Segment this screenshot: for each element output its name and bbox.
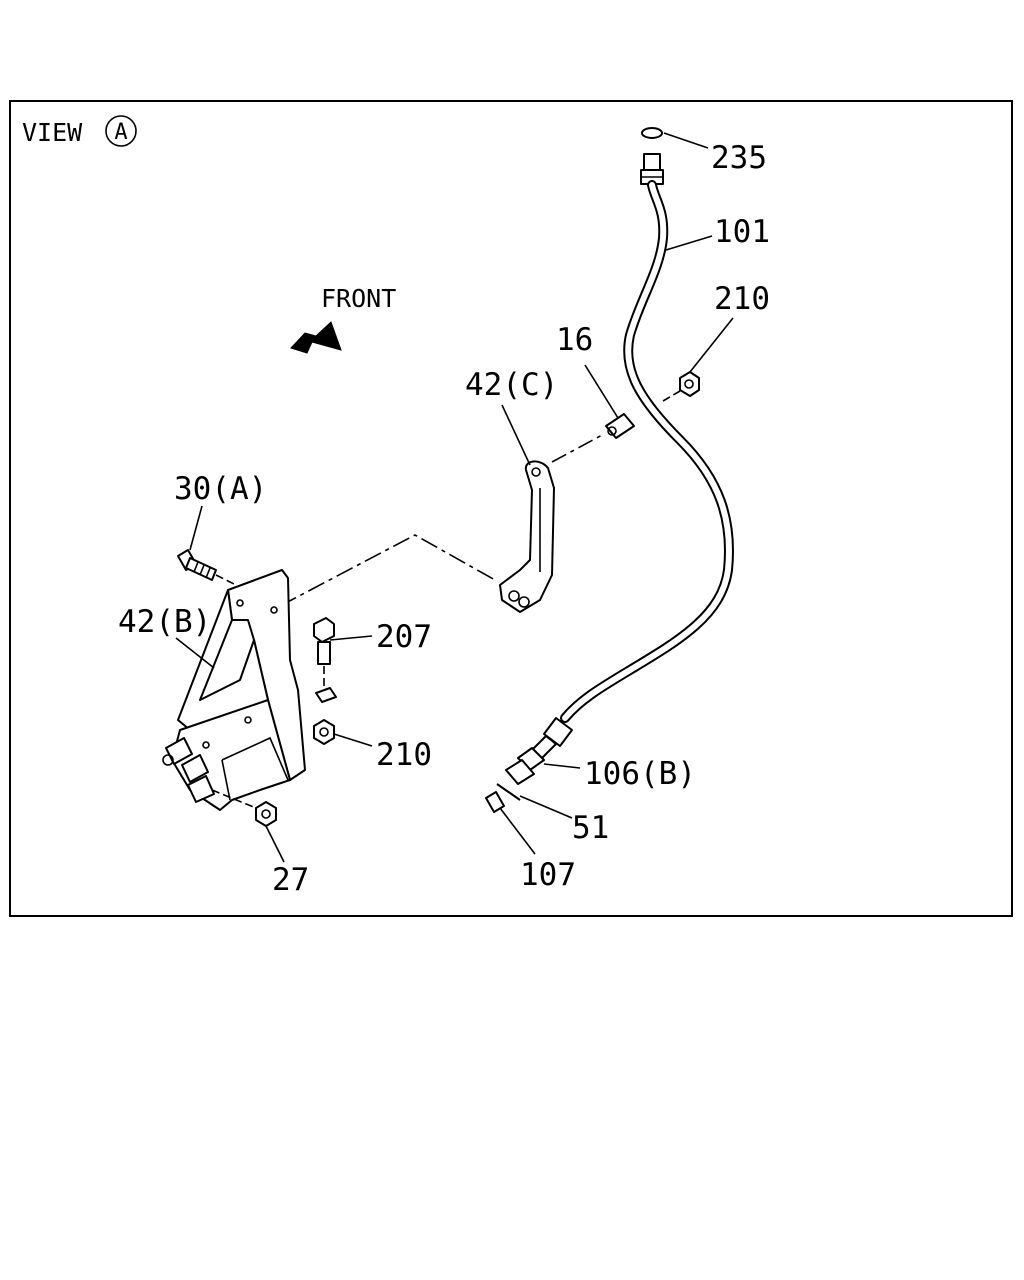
callout-42b: 42(B)	[118, 604, 211, 640]
front-label: FRONT	[321, 284, 396, 313]
alignment-line	[279, 534, 496, 607]
connector-106b	[505, 747, 545, 785]
o-ring-235	[641, 127, 663, 139]
clip-16	[605, 413, 635, 439]
bolt-207-seat	[315, 687, 337, 703]
pipe-fitting-bottom	[531, 717, 573, 759]
view-mark-letter: A	[114, 120, 127, 145]
callout-27: 27	[272, 862, 309, 898]
bolt-207	[313, 617, 335, 665]
bracket-42b	[162, 569, 306, 811]
front-arrow-icon	[290, 321, 342, 354]
plug-107	[485, 791, 505, 813]
washer-51	[496, 783, 521, 801]
bolt-30a-axis	[215, 574, 235, 585]
pipe-fitting-top	[640, 153, 664, 185]
nut-27	[255, 801, 277, 827]
callout-235: 235	[711, 140, 767, 176]
callout-101: 101	[714, 214, 770, 250]
callout-51: 51	[572, 810, 609, 846]
bolt-30a	[177, 549, 217, 581]
callout-30a: 30(A)	[174, 471, 267, 507]
nut-27-axis	[211, 789, 257, 809]
callout-16: 16	[556, 322, 593, 358]
callout-107: 107	[520, 857, 576, 893]
callout-210-top: 210	[714, 281, 770, 317]
view-title: VIEW	[22, 118, 83, 147]
pipe-101	[560, 180, 734, 723]
callout-106b: 106(B)	[584, 756, 696, 792]
diagram-frame	[9, 100, 1013, 917]
callout-42c: 42(C)	[465, 367, 558, 403]
bracket-42c	[499, 460, 555, 613]
leader-lines	[175, 132, 734, 863]
view-mark-circle: A	[105, 115, 137, 147]
nut-210-mid	[313, 719, 335, 745]
nut-210-top	[679, 371, 700, 397]
callout-210-mid: 210	[376, 737, 432, 773]
clip-16-axis	[551, 433, 605, 463]
callout-207: 207	[376, 619, 432, 655]
nut-210-top-axis	[662, 390, 681, 402]
